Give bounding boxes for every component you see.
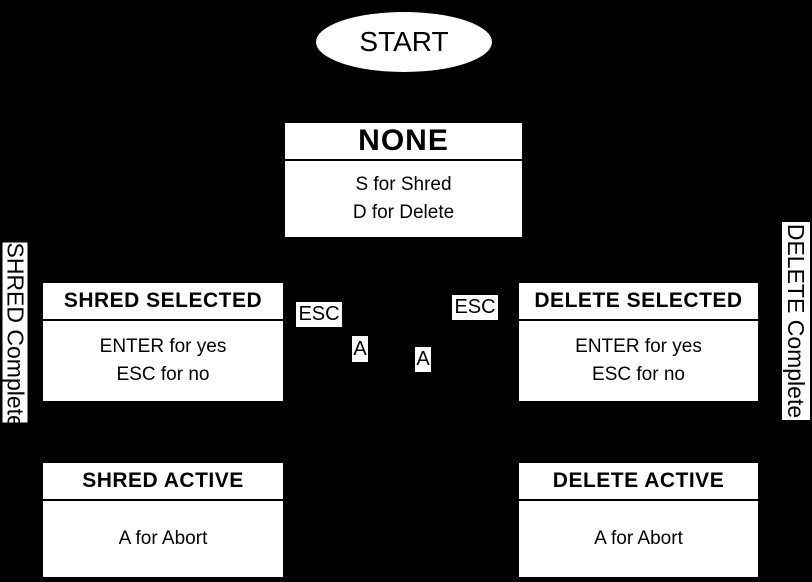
- node-delete-active-title: DELETE ACTIVE: [519, 463, 758, 501]
- edge-label-delete-complete: DELETE Complete: [782, 222, 810, 420]
- edge-label-shred-complete: SHRED Complete: [2, 242, 29, 428]
- node-delete-selected-title: DELETE SELECTED: [519, 283, 758, 321]
- node-shred-selected-line-1: ENTER for yes: [99, 336, 227, 357]
- node-delete-selected-body: ENTER for yes ESC for no: [519, 321, 758, 401]
- node-delete-selected-line-1: ENTER for yes: [575, 336, 702, 357]
- node-shred-selected-line-2: ESC for no: [116, 364, 210, 385]
- node-shred-selected-title: SHRED SELECTED: [43, 283, 283, 321]
- edge-label-esc-right: ESC: [452, 295, 498, 320]
- state-node-start: START: [316, 12, 492, 72]
- node-none-body: S for Shred D for Delete: [285, 161, 522, 237]
- node-none-line-2: D for Delete: [352, 202, 455, 223]
- node-shred-selected-body: ENTER for yes ESC for no: [43, 321, 283, 401]
- node-none-title: NONE: [285, 123, 522, 161]
- edge-label-a-right: A: [415, 347, 431, 372]
- state-node-shred-selected: SHRED SELECTED ENTER for yes ESC for no: [43, 283, 283, 401]
- node-delete-selected-line-2: ESC for no: [592, 364, 685, 385]
- state-node-none: NONE S for Shred D for Delete: [285, 123, 522, 237]
- start-label: START: [359, 26, 449, 57]
- node-delete-active-line-1: A for Abort: [594, 528, 683, 549]
- state-node-shred-active: SHRED ACTIVE A for Abort: [43, 463, 283, 577]
- node-shred-active-body: A for Abort: [43, 501, 283, 577]
- node-none-line-1: S for Shred: [355, 174, 452, 195]
- state-node-delete-active: DELETE ACTIVE A for Abort: [519, 463, 758, 577]
- node-shred-active-line-1: A for Abort: [118, 528, 208, 549]
- state-node-delete-selected: DELETE SELECTED ENTER for yes ESC for no: [519, 283, 758, 401]
- node-delete-active-body: A for Abort: [519, 501, 758, 577]
- edge-label-a-left: A: [352, 336, 368, 362]
- node-shred-active-title: SHRED ACTIVE: [43, 463, 283, 501]
- edge-label-esc-left: ESC: [296, 302, 342, 327]
